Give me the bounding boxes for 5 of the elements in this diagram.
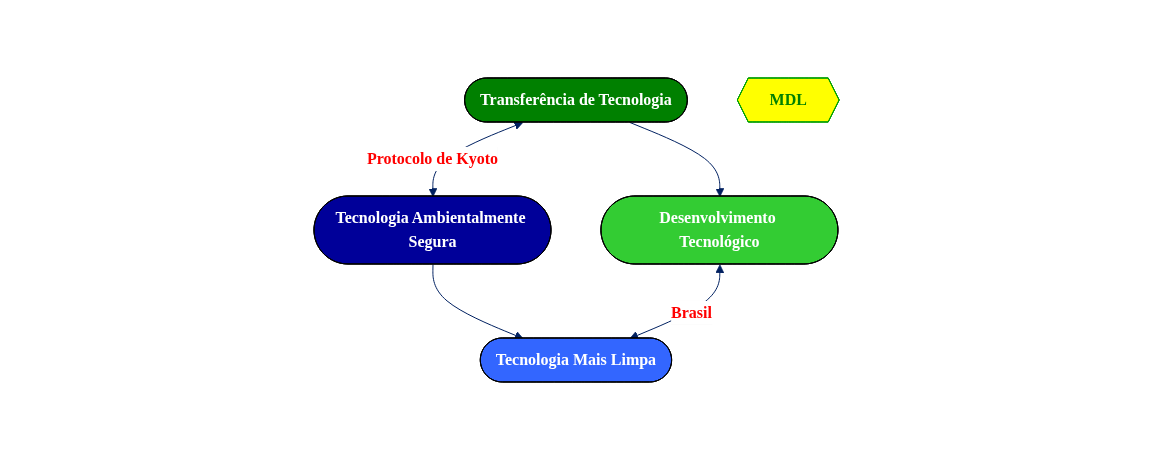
- arrow: [629, 121, 725, 197]
- edge-label: Protocolo de Kyoto: [366, 149, 499, 167]
- arrow: [629, 264, 725, 339]
- arrow: [432, 263, 524, 339]
- edge-label: Brasil: [671, 303, 712, 321]
